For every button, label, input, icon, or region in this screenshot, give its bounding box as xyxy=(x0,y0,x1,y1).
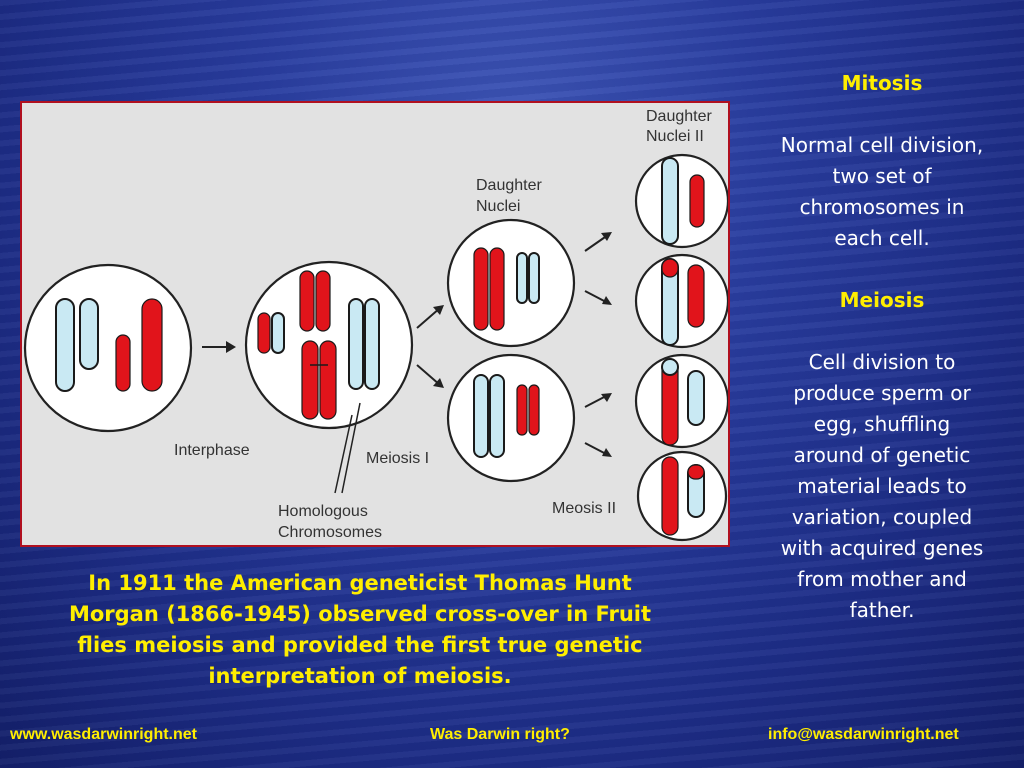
label-daughter-nuclei-2: Nuclei xyxy=(476,198,520,215)
meiosis-text-3: egg, shuffling xyxy=(813,412,951,436)
daughter-nuclei-ii xyxy=(634,153,728,542)
meiosis-diagram: Daughter Nuclei II Daughter Nuclei Inter… xyxy=(20,101,730,547)
side-text-panel: Mitosis Normal cell division, two set of… xyxy=(752,68,1012,626)
meiosis-text-4: around of genetic xyxy=(793,443,971,467)
meiosis-diagram-svg: Daughter Nuclei II Daughter Nuclei Inter… xyxy=(23,108,728,542)
meiosis-text-6: variation, coupled xyxy=(791,505,973,529)
caption-line-4: interpretation of meiosis. xyxy=(208,664,512,688)
meiosis-text-1: Cell division to xyxy=(808,350,956,374)
footer-website-link[interactable]: www.wasdarwinright.net xyxy=(10,726,197,743)
meiosis-title: Meiosis xyxy=(839,288,925,312)
footer-email-link[interactable]: info@wasdarwinright.net xyxy=(768,726,959,743)
caption-line-3: flies meiosis and provided the first tru… xyxy=(77,633,643,657)
interphase-cell xyxy=(23,263,193,433)
daughter-nucleus-bottom xyxy=(446,353,576,483)
caption-line-1: In 1911 the American geneticist Thomas H… xyxy=(88,571,632,595)
footer-title: Was Darwin right? xyxy=(430,726,570,743)
meiosis-text-8: from mother and xyxy=(797,567,967,591)
label-daughter-nuclei-1: Daughter xyxy=(476,177,542,194)
meiosis-text-7: with acquired genes xyxy=(780,536,984,560)
meiosis-i-cell xyxy=(244,260,414,430)
label-daughter-nuclei-ii-1: Daughter xyxy=(646,108,712,125)
arrows-to-nuclei-ii xyxy=(584,232,612,457)
caption-line-2: Morgan (1866-1945) observed cross-over i… xyxy=(68,602,652,626)
mitosis-title: Mitosis xyxy=(841,71,923,95)
morgan-caption: In 1911 the American geneticist Thomas H… xyxy=(30,568,690,692)
label-daughter-nuclei-ii-2: Nuclei II xyxy=(646,128,704,145)
label-meiosis-ii: Meosis II xyxy=(552,500,616,517)
mitosis-text-4: each cell. xyxy=(834,226,930,250)
label-homologous-2: Chromosomes xyxy=(278,524,382,541)
mitosis-text-1: Normal cell division, xyxy=(780,133,984,157)
meiosis-text-2: produce sperm or xyxy=(793,381,971,405)
meiosis-text-9: father. xyxy=(849,598,915,622)
mitosis-text-3: chromosomes in xyxy=(799,195,965,219)
mitosis-text-2: two set of xyxy=(832,164,932,188)
label-interphase: Interphase xyxy=(174,442,250,459)
meiosis-text-5: material leads to xyxy=(797,474,967,498)
daughter-nucleus-top xyxy=(446,218,576,348)
label-homologous-1: Homologous xyxy=(278,503,368,520)
label-meiosis-i: Meiosis I xyxy=(366,450,429,467)
